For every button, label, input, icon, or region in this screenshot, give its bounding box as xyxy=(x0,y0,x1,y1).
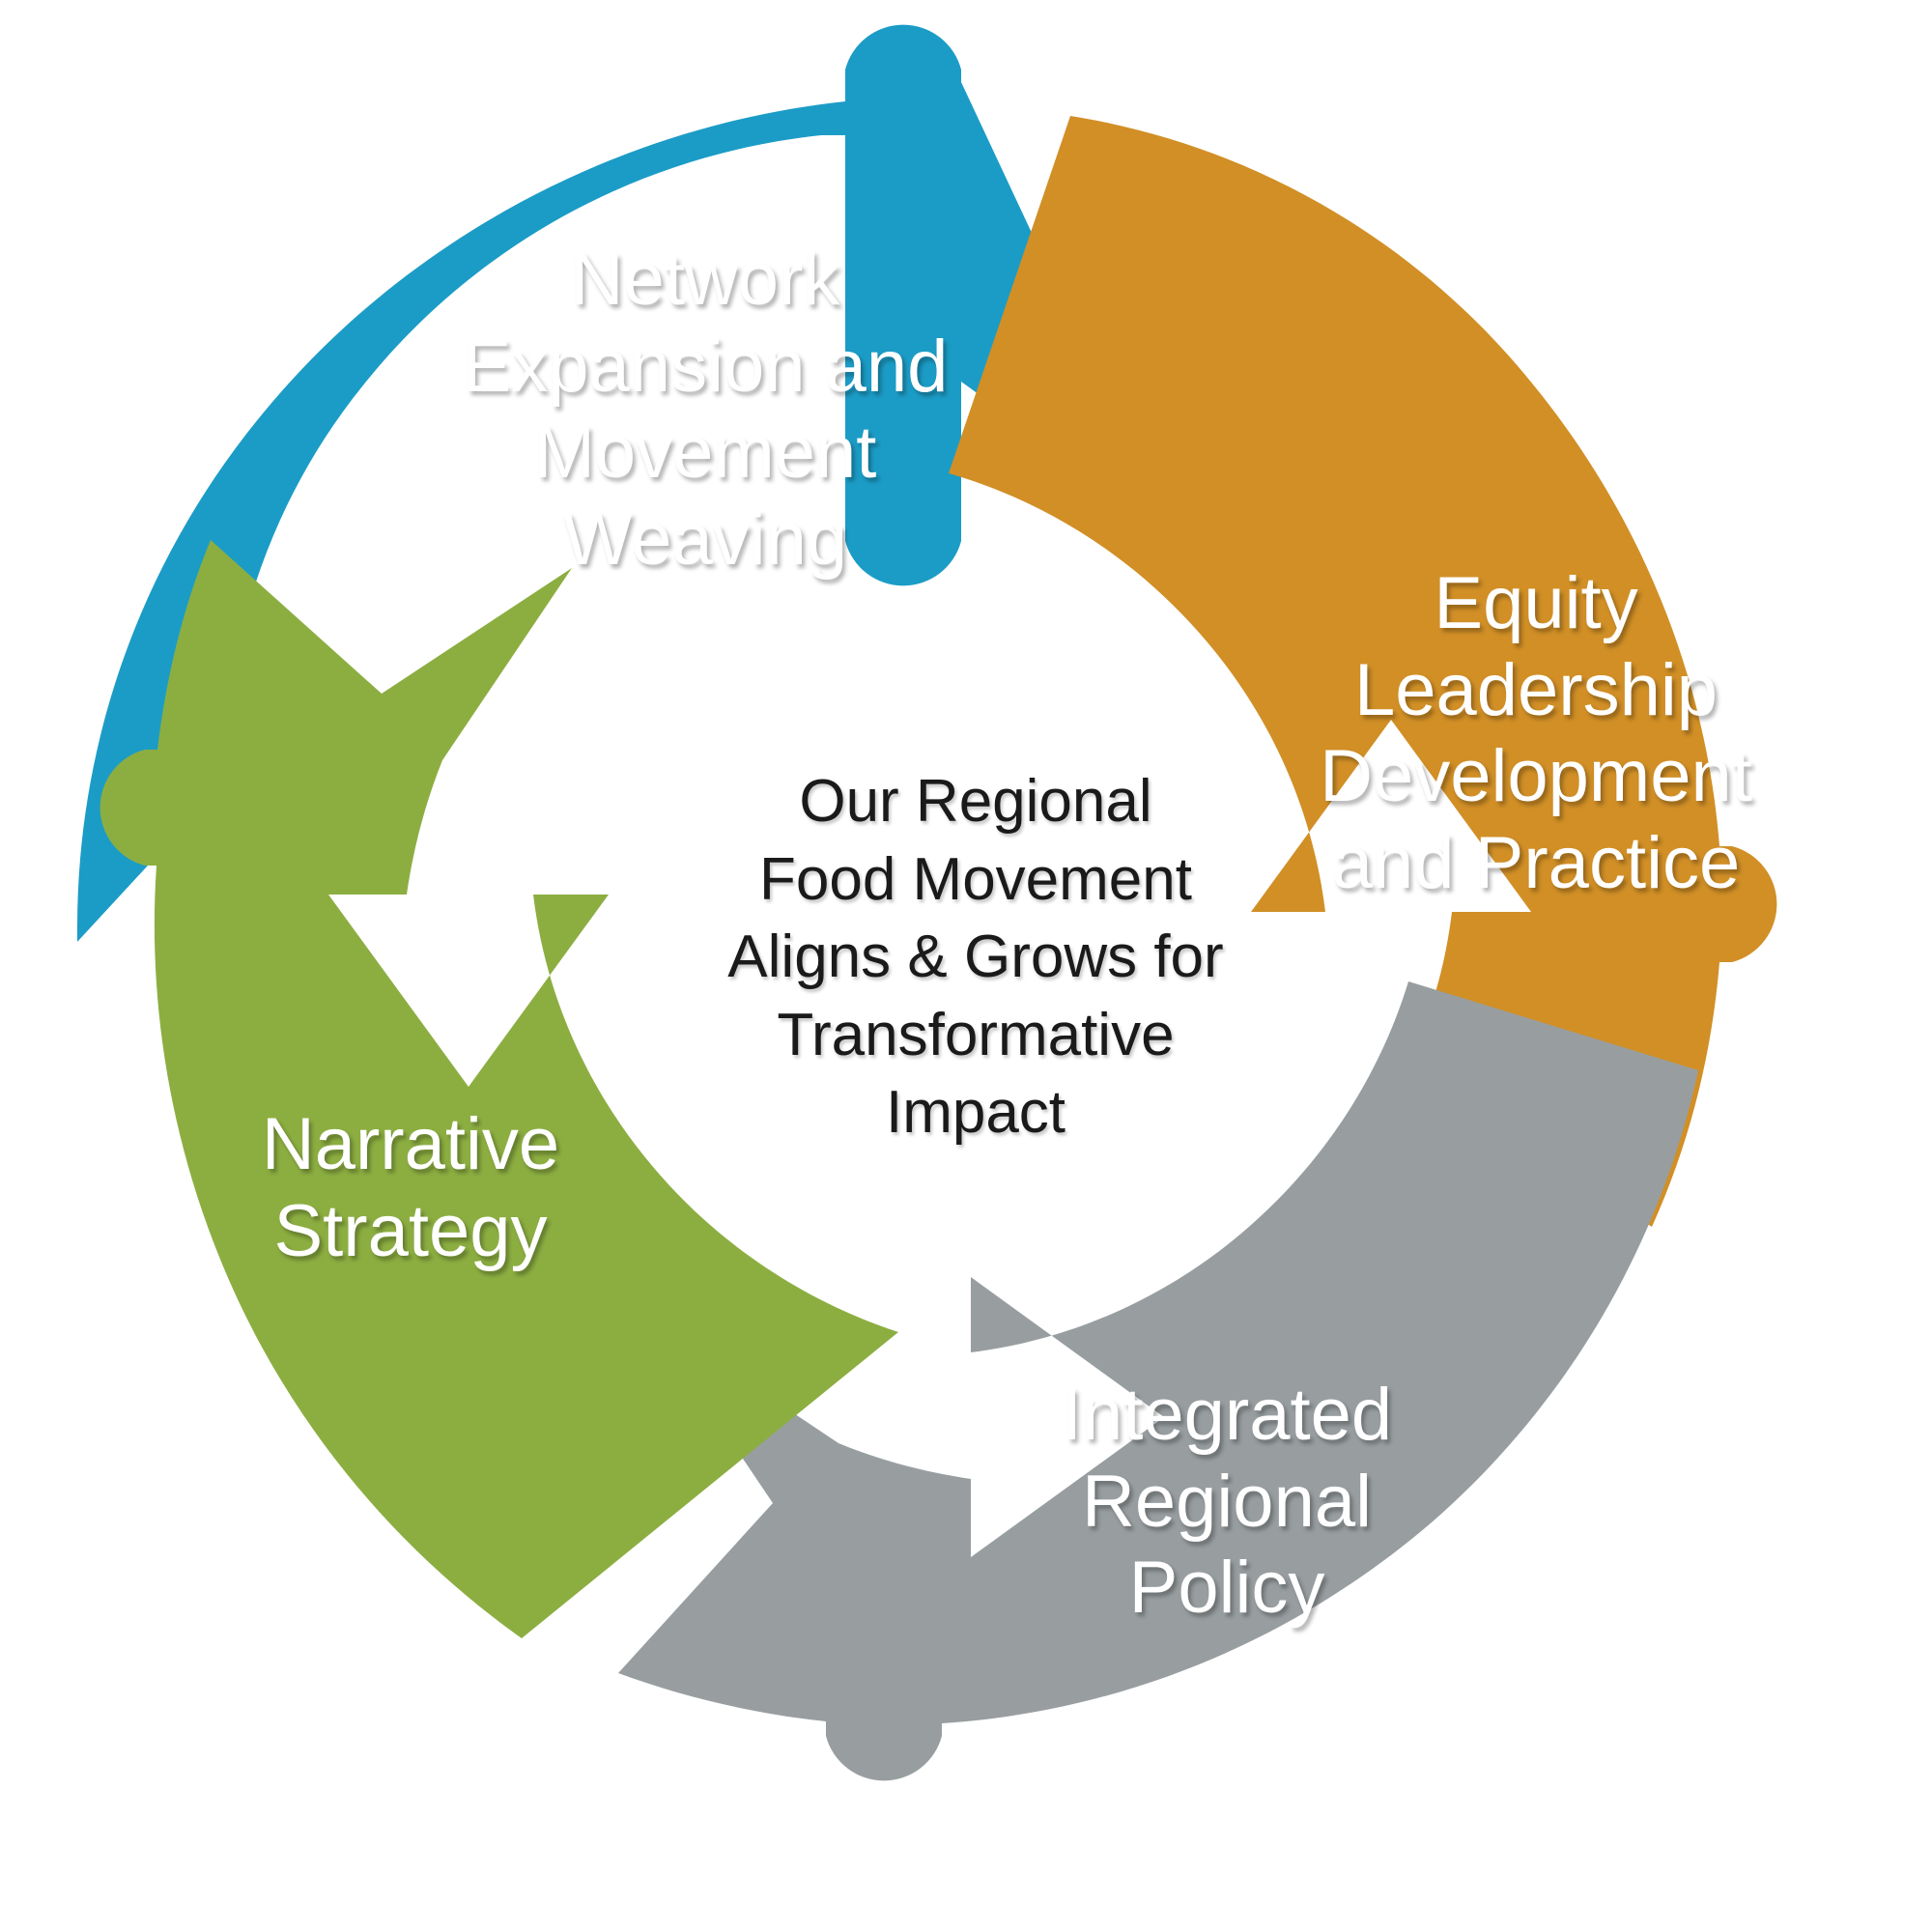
segment-shape-integrated-regional-policy[interactable] xyxy=(618,981,1698,1781)
segment-shape-equity-leadership[interactable] xyxy=(949,116,1777,1238)
segment-shape-network-expansion[interactable] xyxy=(77,24,1174,943)
segment-shape-narrative-strategy[interactable] xyxy=(99,540,899,1638)
center-circle xyxy=(720,720,1212,1212)
